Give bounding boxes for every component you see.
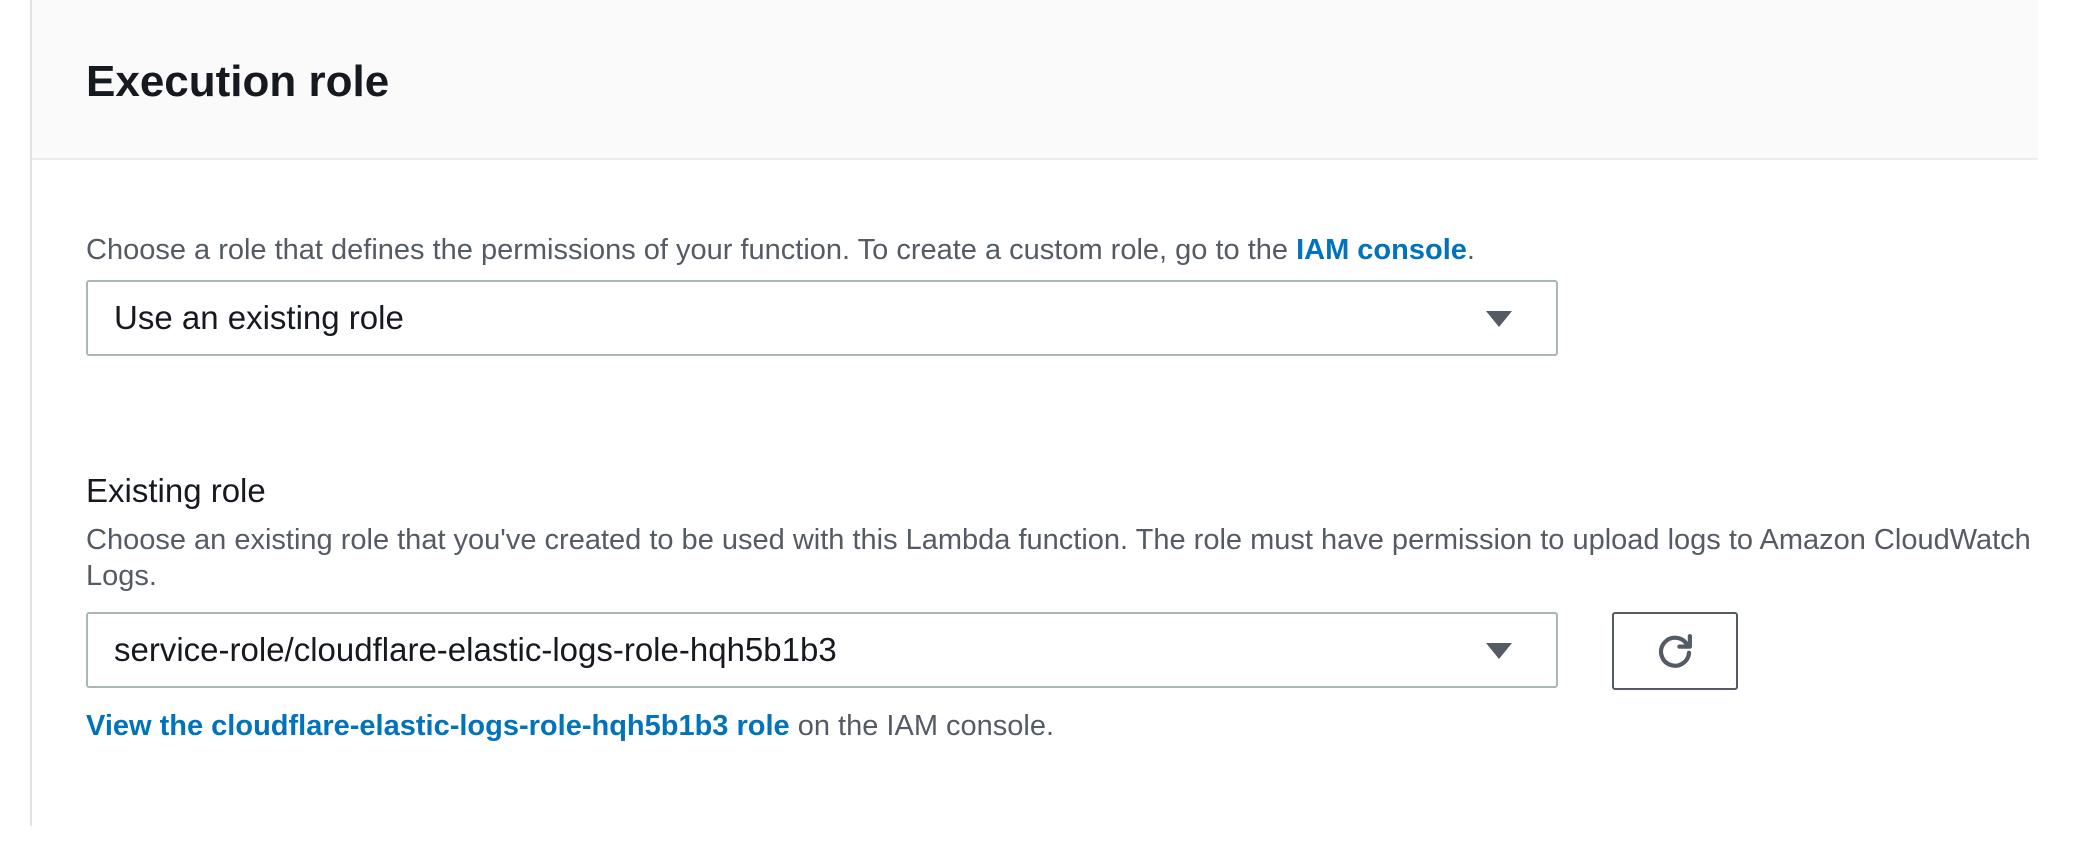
panel-header: Execution role bbox=[32, 0, 2038, 160]
execution-role-panel: Execution role Choose a role that define… bbox=[30, 0, 2038, 826]
role-type-selected-value: Use an existing role bbox=[114, 299, 404, 336]
existing-role-select[interactable]: service-role/cloudflare-elastic-logs-rol… bbox=[86, 612, 1558, 688]
existing-role-label: Existing role bbox=[86, 472, 266, 509]
panel-title: Execution role bbox=[86, 57, 390, 106]
role-choice-description-text: Choose a role that defines the permissio… bbox=[86, 234, 1297, 266]
view-role-suffix: on the IAM console. bbox=[789, 710, 1055, 742]
existing-role-selected-value: service-role/cloudflare-elastic-logs-rol… bbox=[114, 631, 837, 668]
refresh-icon bbox=[1658, 634, 1692, 668]
caret-down-icon bbox=[1486, 643, 1512, 659]
existing-role-description: Choose an existing role that you've crea… bbox=[86, 524, 2031, 592]
iam-console-link[interactable]: IAM console bbox=[1296, 234, 1467, 266]
view-role-note: View the cloudflare-elastic-logs-role-hq… bbox=[86, 708, 1054, 744]
caret-down-icon bbox=[1486, 311, 1512, 327]
role-choice-description-suffix: . bbox=[1466, 234, 1475, 266]
view-role-link[interactable]: View the cloudflare-elastic-logs-role-hq… bbox=[86, 710, 790, 742]
role-type-select[interactable]: Use an existing role bbox=[86, 280, 1558, 356]
role-choice-description: Choose a role that defines the permissio… bbox=[86, 232, 1475, 268]
refresh-roles-button[interactable] bbox=[1612, 612, 1738, 690]
